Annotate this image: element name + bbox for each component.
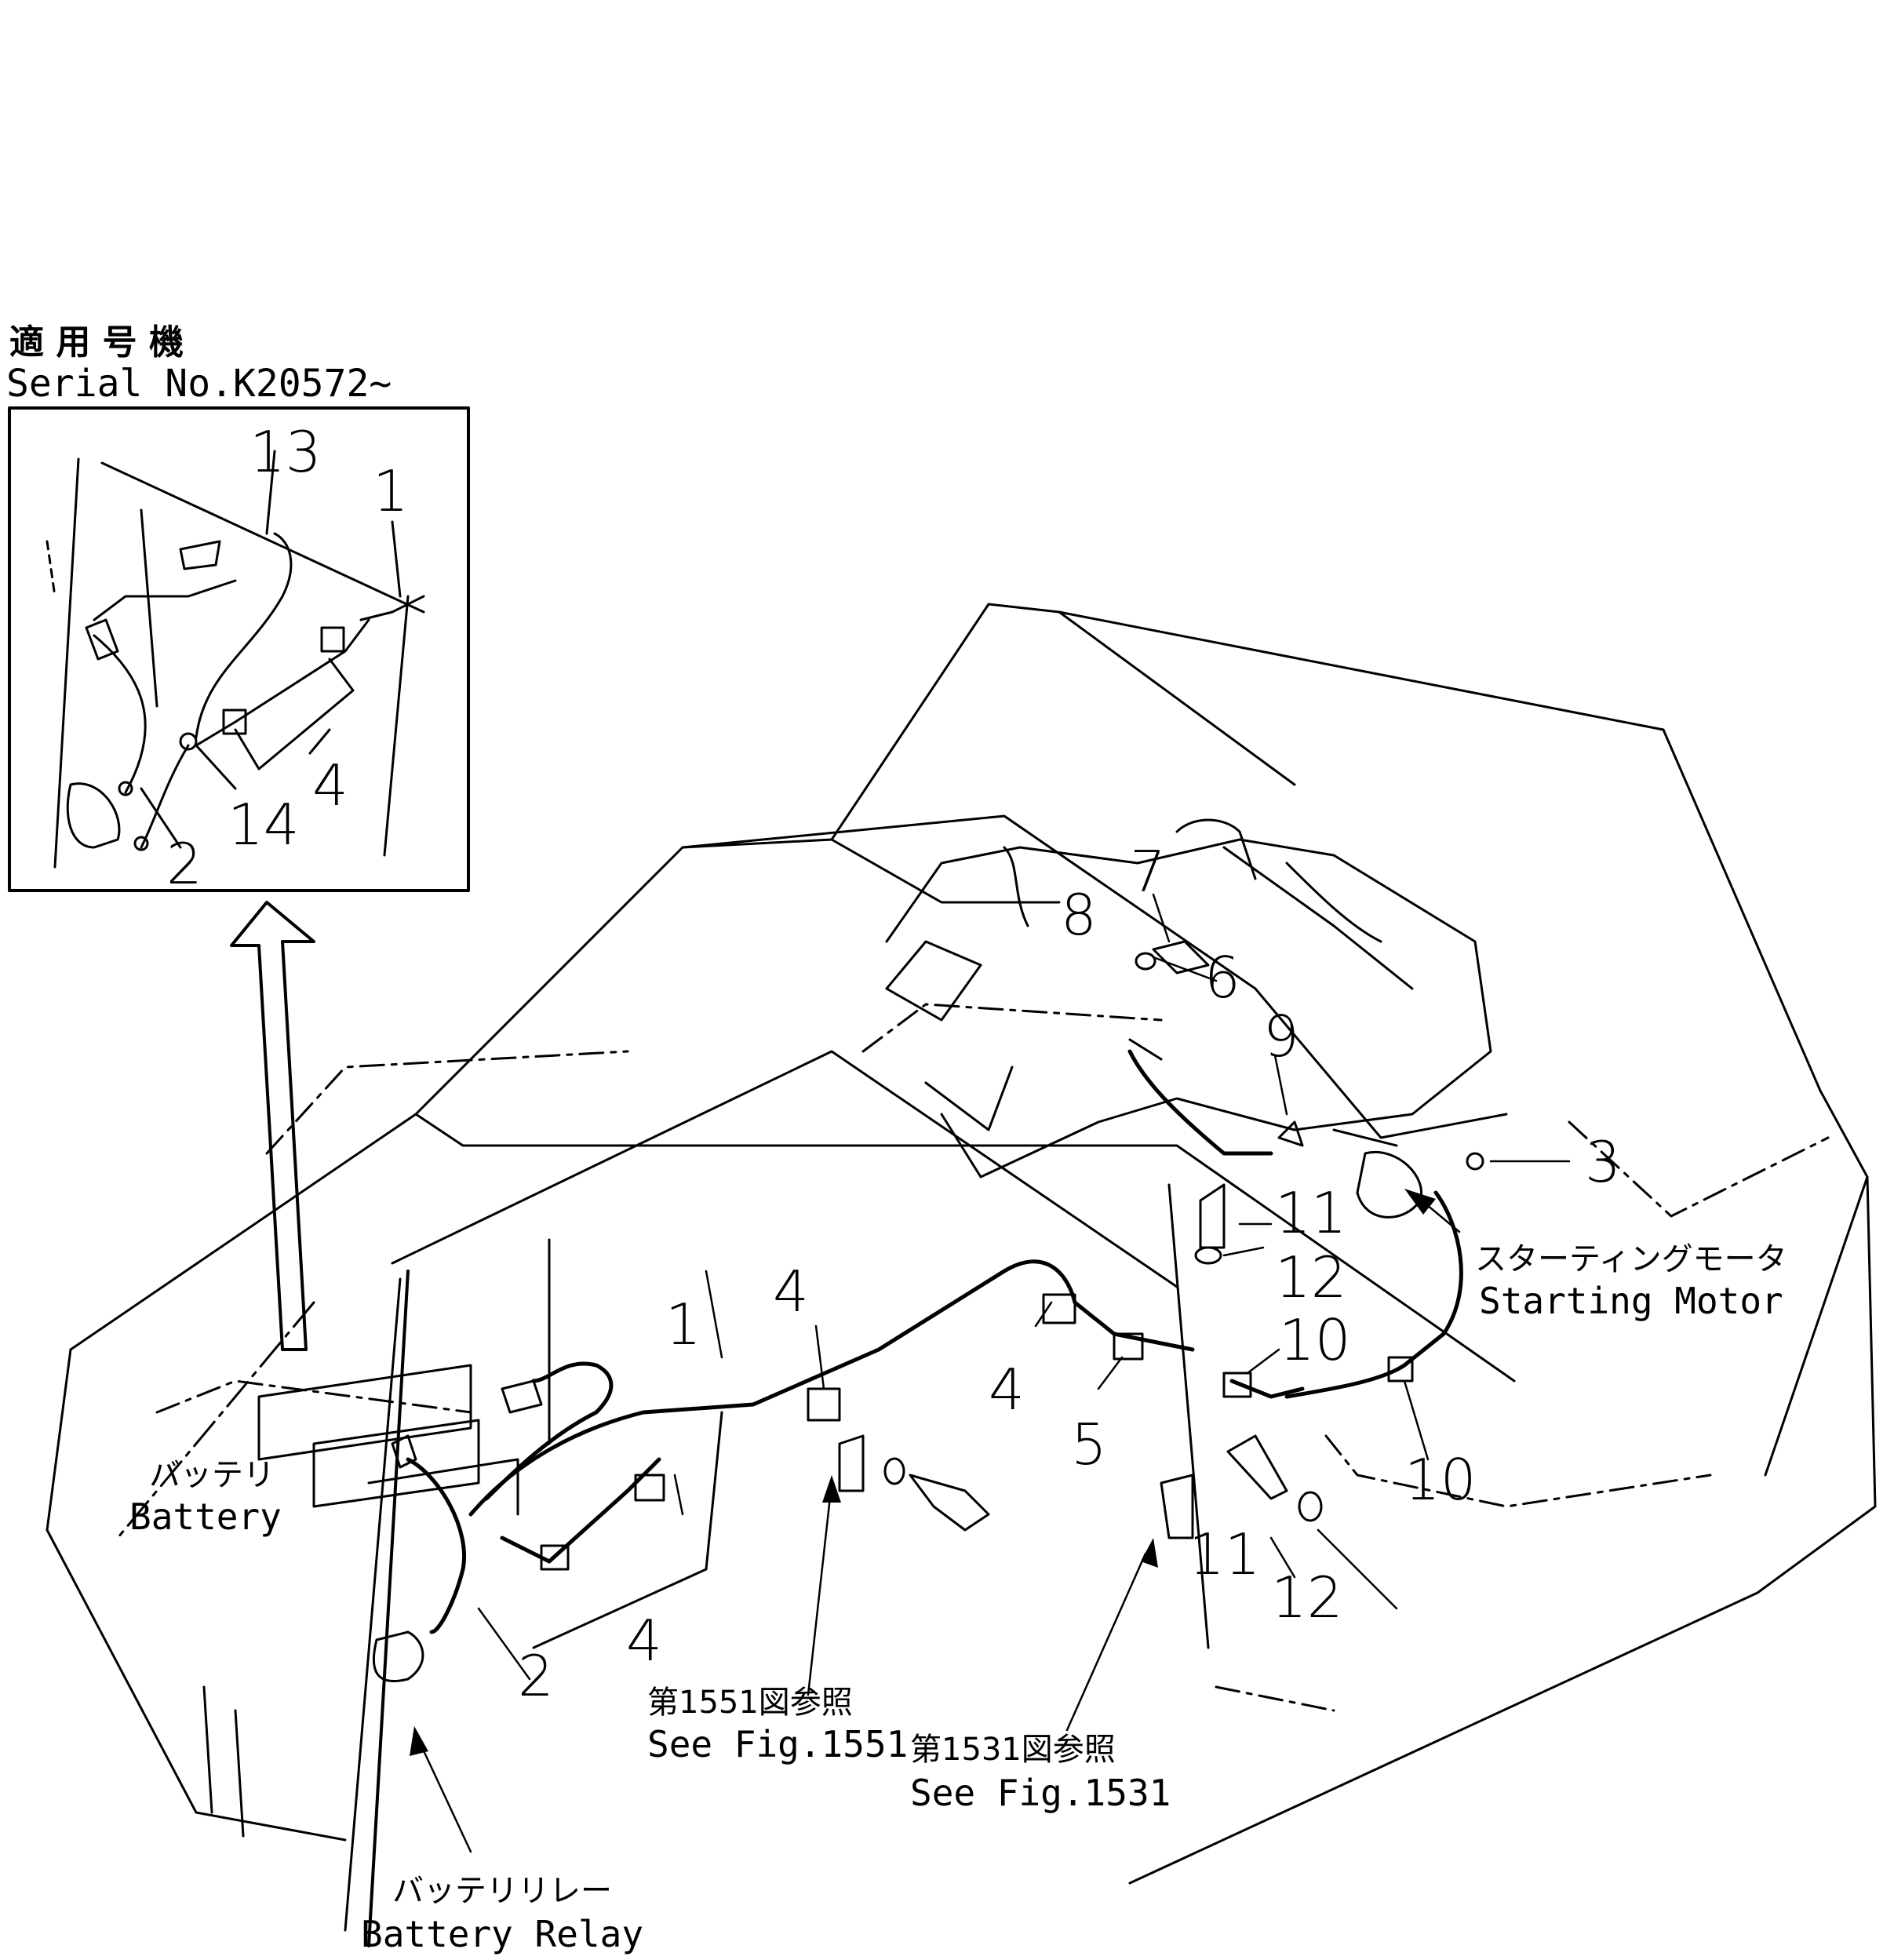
part-11-upper: 11	[1275, 1180, 1347, 1246]
inset-frame	[8, 406, 470, 892]
serial-en: Serial No.K20572~	[6, 362, 392, 406]
engine	[885, 818, 1492, 1219]
inset-drawing	[46, 450, 425, 869]
machine-outline	[46, 603, 1877, 1947]
battery-relay-en: Battery Relay	[361, 1913, 644, 1955]
part-4-b: 4	[989, 1357, 1025, 1423]
hardware	[372, 940, 1484, 1683]
part-6: 6	[1204, 945, 1240, 1011]
inset-arrow	[230, 901, 315, 1351]
part-1: 1	[665, 1291, 701, 1357]
part-12-lower: 12	[1271, 1565, 1343, 1630]
part-9: 9	[1263, 1004, 1299, 1069]
cables	[406, 1049, 1463, 1634]
battery-boxes	[257, 1364, 519, 1516]
inset-part-13: 13	[249, 419, 322, 485]
part-3: 3	[1585, 1129, 1621, 1195]
fig1531-en: See Fig.1531	[910, 1772, 1171, 1814]
inset-part-2: 2	[166, 831, 202, 897]
battery-relay-jp: バッテリリレー	[392, 1873, 612, 1909]
inset-part-1: 1	[373, 458, 409, 524]
part-8: 8	[1061, 882, 1097, 948]
part-5: 5	[1071, 1412, 1107, 1477]
part-12-upper: 12	[1275, 1244, 1347, 1310]
serial-jp: 適 用 号 機	[9, 322, 184, 362]
clamps	[540, 1293, 1414, 1571]
inset-part-4: 4	[312, 752, 348, 818]
battery-en: Battery	[129, 1496, 282, 1538]
fig1551-jp: 第1551図参照	[647, 1685, 853, 1721]
part-10-upper: 10	[1279, 1307, 1351, 1373]
arrowheads	[410, 1189, 1436, 1756]
part-10-lower: 10	[1404, 1447, 1477, 1513]
fig1551-en: See Fig.1551	[647, 1723, 909, 1765]
leader-lines	[414, 893, 1571, 1853]
inset-part-14: 14	[228, 792, 300, 858]
starting-motor-en: Starting Motor	[1479, 1280, 1783, 1322]
battery-jp: バッテリ	[149, 1457, 275, 1493]
part-4-c: 4	[626, 1608, 662, 1674]
part-2: 2	[518, 1643, 554, 1709]
part-4-a: 4	[773, 1259, 809, 1324]
starting-motor-jp: スターティングモータ	[1475, 1241, 1787, 1277]
fig1531-jp: 第1531図参照	[910, 1732, 1116, 1768]
part-11-lower: 11	[1189, 1521, 1261, 1587]
part-7: 7	[1130, 839, 1166, 905]
